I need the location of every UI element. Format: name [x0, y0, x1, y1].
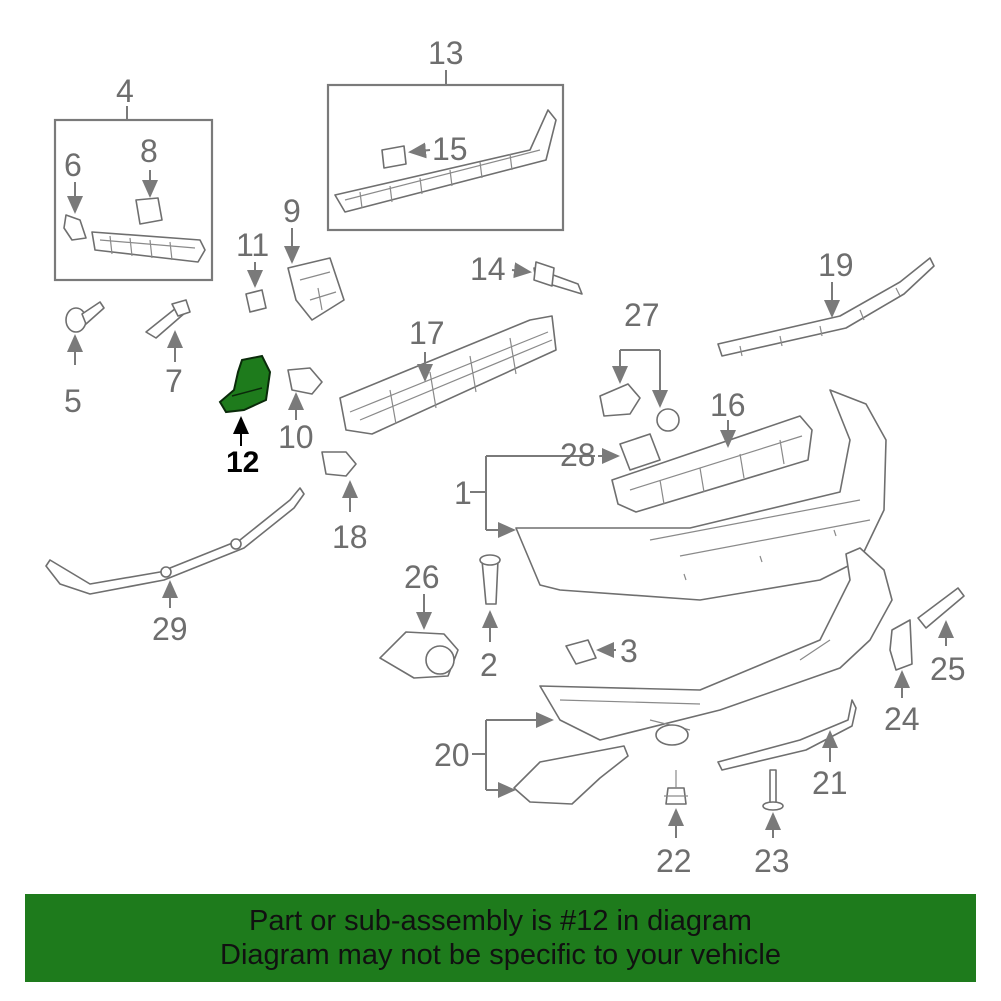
callout-14: 14	[470, 251, 506, 287]
callout-29: 29	[152, 611, 188, 647]
callout-25: 25	[930, 651, 966, 687]
part-7-clip	[145, 299, 191, 362]
callout-13: 13	[428, 35, 464, 71]
callout-21: 21	[812, 765, 848, 801]
callout-7: 7	[165, 363, 183, 399]
part-24-bracket	[889, 619, 913, 698]
callout-28: 28	[560, 437, 596, 473]
callout-19: 19	[818, 247, 854, 283]
callout-20: 20	[434, 737, 470, 773]
part-17-impact-bar	[339, 315, 557, 435]
callout-12-highlighted: 12	[226, 446, 259, 479]
part-28-tape	[598, 433, 661, 471]
callout-4: 4	[116, 73, 134, 109]
part-10-bolt	[287, 367, 323, 420]
callout-17: 17	[409, 315, 445, 351]
lower-valance	[539, 547, 893, 746]
part-26-sensor-bracket	[379, 594, 459, 679]
callout-11: 11	[236, 227, 269, 263]
part-25-bracket	[917, 587, 965, 646]
callout-2: 2	[480, 647, 498, 683]
callout-16: 16	[710, 387, 746, 423]
part-23-screw	[762, 769, 784, 838]
part-11-plug	[245, 262, 267, 313]
callout-26: 26	[404, 559, 440, 595]
callout-10: 10	[278, 419, 314, 455]
callout-18: 18	[332, 519, 368, 555]
parts-diagram: 4 13 15 8 6 11 9 14 19 27 17 5 7 12 10 1…	[45, 35, 966, 879]
callout-23: 23	[754, 843, 790, 879]
callout-15: 15	[432, 131, 468, 167]
callout-27: 27	[624, 297, 660, 333]
part-2-bolt	[479, 554, 501, 642]
subassembly-box-13	[326, 70, 565, 232]
callout-6: 6	[64, 147, 82, 183]
callout-9: 9	[283, 193, 301, 229]
part-18-bolt	[321, 451, 358, 512]
part-29-wire-harness	[45, 487, 305, 608]
part-3-clip	[565, 639, 616, 665]
callout-1: 1	[454, 475, 472, 511]
part-9-bracket	[284, 228, 345, 321]
part-20-bezel	[472, 712, 629, 805]
callout-8: 8	[140, 133, 158, 169]
part-22-clip	[664, 770, 688, 838]
part-12-bracket-highlighted	[218, 354, 272, 446]
callout-24: 24	[884, 701, 920, 737]
info-banner: Part or sub-assembly is #12 in diagram D…	[25, 894, 976, 982]
part-1-bumper-cover	[470, 389, 887, 601]
part-16-absorber	[611, 415, 813, 513]
part-27-sensor	[599, 349, 680, 432]
banner-line-2: Diagram may not be specific to your vehi…	[220, 939, 781, 971]
callout-3: 3	[620, 633, 638, 669]
subassembly-box-4	[53, 106, 214, 282]
part-5-push-pin	[65, 301, 105, 365]
banner-line-1: Part or sub-assembly is #12 in diagram	[249, 905, 752, 937]
part-14-stud	[511, 261, 583, 295]
callout-22: 22	[656, 843, 692, 879]
callout-5: 5	[64, 383, 82, 419]
part-19-molding	[717, 257, 935, 357]
part-21-skid-plate	[717, 699, 857, 771]
